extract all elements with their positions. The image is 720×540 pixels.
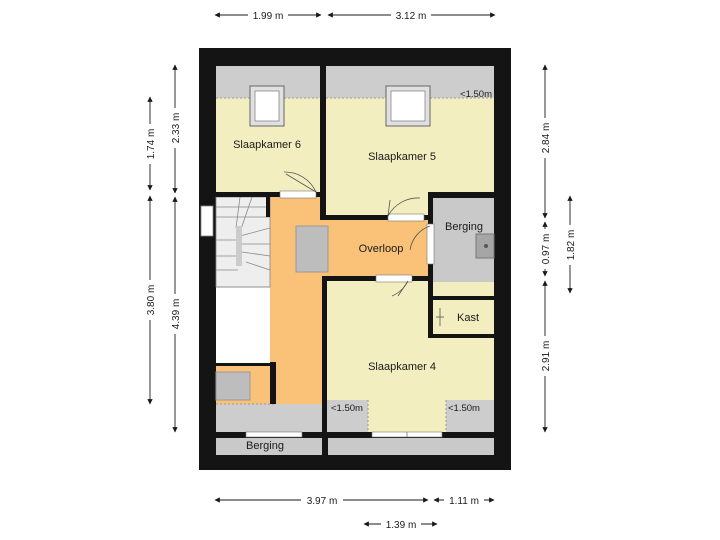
wall bbox=[326, 215, 428, 220]
dimension-label: 3.80 m bbox=[146, 285, 157, 316]
dimension-label: 1.11 m bbox=[449, 496, 479, 507]
bottom-storage-strip bbox=[328, 436, 494, 455]
dimension-label-bg bbox=[563, 225, 577, 265]
ceiling-note: <1.50m bbox=[448, 403, 480, 414]
dimension-label-bg bbox=[538, 336, 552, 376]
dimension-label-bg bbox=[391, 8, 431, 22]
low-ceiling-zone bbox=[216, 436, 494, 438]
dimension-label: 2.33 m bbox=[171, 113, 182, 144]
low-ceiling-zone bbox=[446, 400, 494, 432]
dimension-label-bg bbox=[168, 294, 182, 334]
dimension-label: 0.97 m bbox=[541, 234, 552, 265]
door-slaapkamer-6 bbox=[279, 171, 317, 199]
wall bbox=[270, 362, 276, 404]
kast-wall bbox=[428, 296, 433, 338]
dimension-label: 3.12 m bbox=[396, 11, 427, 22]
stair-steps bbox=[215, 196, 271, 288]
dimension-label: 1.39 m bbox=[386, 520, 417, 531]
dimension-label-bg bbox=[143, 280, 157, 320]
room-berging-bottom-floor bbox=[216, 436, 322, 455]
wall bbox=[322, 276, 428, 281]
room-label-kast: Kast bbox=[457, 312, 479, 324]
wall bbox=[216, 192, 320, 197]
skylight bbox=[254, 90, 280, 122]
ceiling-note: <1.50m bbox=[331, 403, 363, 414]
room-label-overloop: Overloop bbox=[359, 243, 404, 255]
hall-fixture bbox=[295, 225, 329, 273]
door-kast bbox=[436, 308, 444, 326]
low-ceiling-zone bbox=[216, 404, 322, 432]
dimension-label: 3.97 m bbox=[307, 496, 338, 507]
wall bbox=[266, 197, 270, 217]
room-label-slaapkamer-4: Slaapkamer 4 bbox=[368, 361, 436, 373]
room-label-slaapkamer-5: Slaapkamer 5 bbox=[368, 151, 436, 163]
kast-wall bbox=[428, 296, 494, 300]
room-label-slaapkamer-6: Slaapkamer 6 bbox=[233, 139, 301, 151]
dimension-label-bg bbox=[538, 229, 552, 269]
low-ceiling-zone bbox=[326, 400, 368, 432]
kast-wall bbox=[428, 334, 494, 338]
wall bbox=[428, 192, 494, 198]
wall bbox=[320, 66, 326, 220]
room-label-berging-bottom: Berging bbox=[246, 440, 284, 452]
ceiling-note: <1.50m bbox=[460, 89, 492, 100]
room-label-berging-right: Berging bbox=[445, 221, 483, 233]
sink-drain bbox=[484, 244, 488, 248]
wall bbox=[322, 276, 327, 436]
door-slaapkamer-5 bbox=[387, 197, 425, 222]
room-slaapkamer-4-floor bbox=[326, 278, 428, 288]
window bbox=[245, 431, 303, 438]
dimension-label: 1.74 m bbox=[146, 129, 157, 160]
dimension-label-bg bbox=[143, 124, 157, 164]
dimension-label-bg bbox=[444, 493, 484, 507]
dimension-label: 1.99 m bbox=[253, 11, 284, 22]
dimension-label: 1.82 m bbox=[566, 230, 577, 261]
door-slaapkamer-4 bbox=[375, 274, 413, 297]
stair-window bbox=[200, 205, 214, 237]
dimension-label-bg bbox=[301, 493, 343, 507]
dimension-label: 4.39 m bbox=[171, 299, 182, 330]
dimension-label-bg bbox=[168, 108, 182, 148]
dimension-label-bg bbox=[248, 8, 288, 22]
skylight bbox=[390, 90, 426, 122]
hall-fixture bbox=[215, 371, 251, 401]
dimension-label-bg bbox=[538, 118, 552, 158]
door-berging bbox=[409, 223, 435, 265]
dimension-label-bg bbox=[381, 517, 421, 531]
dimension-label: 2.84 m bbox=[541, 123, 552, 154]
dimension-label: 2.91 m bbox=[541, 341, 552, 372]
